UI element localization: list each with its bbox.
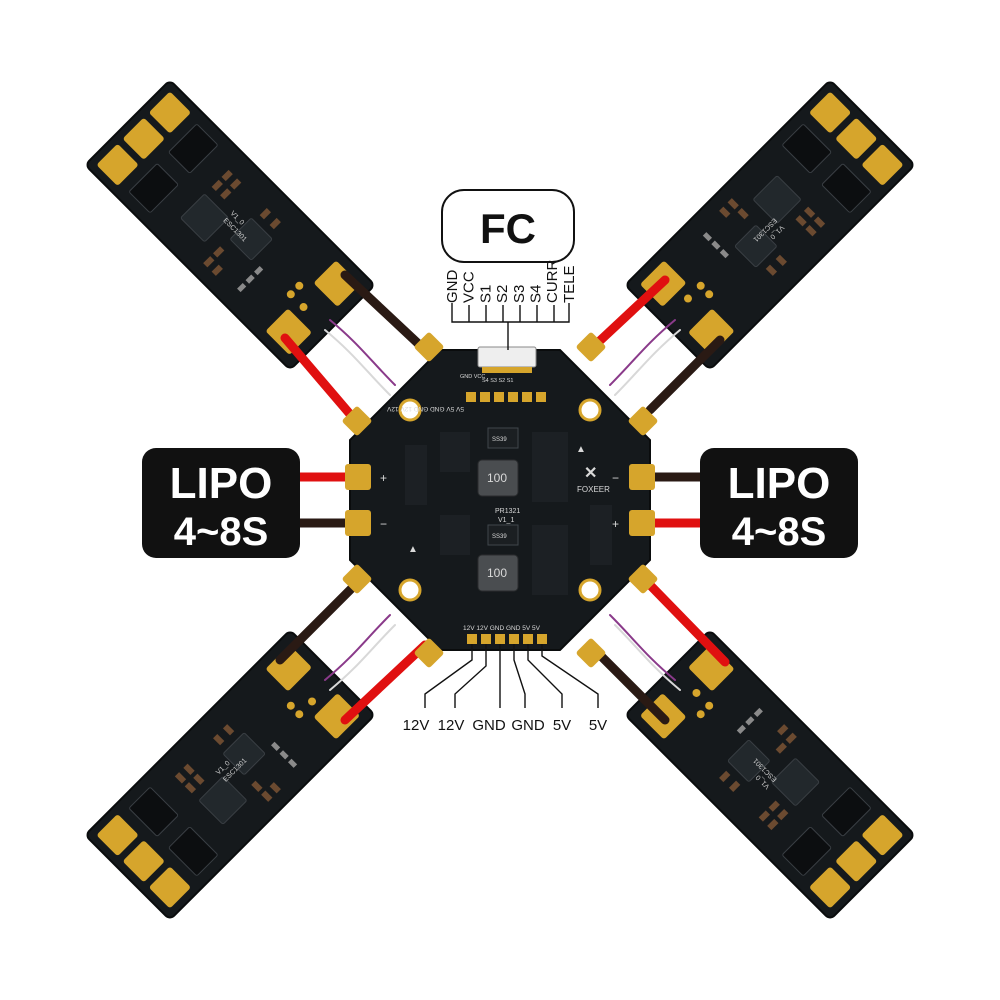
- top-output-pads: [466, 392, 546, 402]
- esc-wires: [275, 270, 730, 725]
- wire-red-bottom-left: [340, 640, 430, 725]
- board-brand: FOXEER: [577, 485, 610, 494]
- fc-pin-label: S1: [477, 285, 494, 303]
- wire-black-top-left: [340, 270, 430, 355]
- battery-pad-left-negative: [345, 510, 371, 536]
- battery-pad-left-positive: [345, 464, 371, 490]
- fc-title: FC: [480, 205, 536, 252]
- inductor: [477, 554, 519, 592]
- board-model: PR1321: [495, 508, 520, 515]
- ic-marking-bottom: SS39: [492, 534, 507, 540]
- power-pin-label: 12V: [403, 717, 430, 734]
- pad-plus-right: +: [612, 517, 619, 531]
- mount-hole: [578, 578, 602, 602]
- battery-pad-right-positive: [629, 510, 655, 536]
- mount-hole: [578, 398, 602, 422]
- esc-top-left: ESC1301 V1_0: [84, 79, 376, 371]
- connector-silk-left: GND VCC: [460, 374, 485, 380]
- wire-signal-top-left: [329, 319, 396, 386]
- inductor-marking-top: 100: [487, 471, 507, 485]
- fc-pin-label: CURR: [544, 260, 561, 303]
- bottom-pad-silk: 12V 12V GND GND 5V 5V: [463, 625, 541, 632]
- fc-pin-label: S4: [528, 285, 545, 303]
- lipo-right-line2: 4~8S: [732, 510, 827, 554]
- battery-pad-right-negative: [629, 464, 655, 490]
- lipo-left-line1: LIPO: [170, 459, 273, 508]
- esc-bottom-right: ESC1301 V1_0: [624, 629, 916, 921]
- inductor: [477, 459, 519, 497]
- esc-top-right: ESC1301 V1_0: [624, 79, 916, 371]
- foxeer-logo-icon: ✕: [584, 465, 597, 482]
- inductor-marking-bottom: 100: [487, 566, 507, 580]
- power-pin-label: GND: [511, 717, 545, 734]
- wire-black-top-right: [645, 335, 725, 415]
- wire-black-bottom-right: [585, 640, 670, 725]
- lipo-label-left: LIPO 4~8S: [142, 448, 300, 558]
- wire-black-bottom-left: [275, 580, 360, 665]
- lipo-label-right: LIPO 4~8S: [700, 448, 858, 558]
- power-pin-label: 12V: [438, 717, 465, 734]
- battery-wires: [298, 472, 702, 528]
- bottom-output-pads: [467, 634, 547, 644]
- wire-red-bottom-right: [645, 580, 730, 667]
- lipo-right-line1: LIPO: [728, 459, 831, 508]
- pad-minus-left: −: [380, 517, 387, 531]
- fc-pin-label: S3: [511, 285, 528, 303]
- wire-signal-top-right: [609, 319, 676, 386]
- power-pin-label: GND: [472, 717, 506, 734]
- power-pin-label: 5V: [589, 717, 607, 734]
- wire-red-top-right: [585, 275, 670, 355]
- arrow-icon: ▲: [576, 444, 586, 455]
- esc-bottom-left: ESC1301 V1_0: [84, 629, 376, 921]
- power-output-callout: 12V 12V GND GND 5V 5V: [403, 644, 607, 734]
- ic-marking-top: SS39: [492, 437, 507, 443]
- mount-hole: [398, 578, 422, 602]
- lipo-left-line2: 4~8S: [174, 510, 269, 554]
- wire-signal-bottom-left: [324, 614, 391, 681]
- pad-plus-left: +: [380, 471, 387, 485]
- power-leader-lines: [424, 644, 599, 708]
- connector-silk: S4 S3 S2 S1: [482, 378, 514, 384]
- fc-pin-label: TELE: [561, 265, 578, 303]
- arrow-icon: ▲: [408, 544, 418, 555]
- pad-minus-right: −: [612, 471, 619, 485]
- fc-pin-label: S2: [494, 285, 511, 303]
- fc-leader-lines: [451, 303, 570, 350]
- fc-pin-label: VCC: [461, 271, 478, 303]
- mount-hole: [398, 398, 422, 422]
- board-version: V1_1: [498, 517, 514, 524]
- wire-red-top-left: [280, 333, 360, 425]
- wire-signal-bottom-right: [609, 614, 676, 681]
- fc-label-box: [441, 189, 575, 263]
- top-pad-silk: 5V 5V GND GND 12V 12V: [386, 405, 464, 412]
- pdb-board: + − − + FOXEER PR1321 V1_1 100 100 SS39 …: [342, 332, 658, 668]
- power-pin-label: 5V: [553, 717, 571, 734]
- fc-connector: [477, 346, 537, 368]
- fc-pin-label: GND: [444, 270, 461, 304]
